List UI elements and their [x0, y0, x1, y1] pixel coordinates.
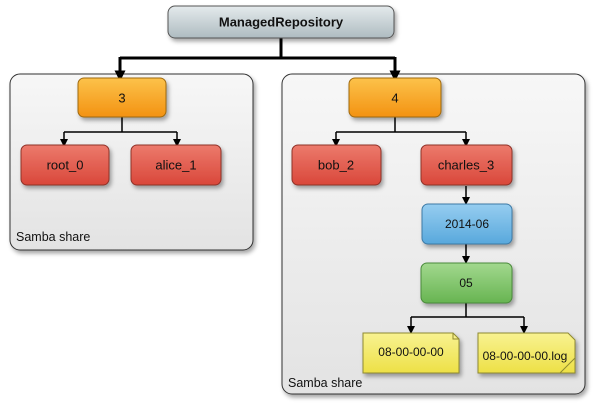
managed-repository-label: ManagedRepository — [219, 15, 344, 30]
user-label-charles-3: charles_3 — [438, 158, 494, 173]
left-connectors — [60, 117, 181, 147]
root-connectors — [114, 38, 401, 82]
file-label-log: 08-00-00-00.log — [483, 349, 568, 363]
user-node-bob-2: bob_2 — [291, 144, 382, 186]
user-node-charles-3: charles_3 — [420, 144, 513, 186]
group-label-4: 4 — [391, 91, 398, 106]
user-label-bob-2: bob_2 — [318, 158, 354, 173]
user-label-root-0: root_0 — [47, 158, 84, 173]
right-connectors — [332, 117, 528, 334]
group-node-4: 4 — [348, 77, 442, 118]
group-label-3: 3 — [118, 91, 125, 106]
file-label-data: 08-00-00-00 — [378, 345, 444, 359]
group-node-3: 3 — [77, 77, 167, 118]
samba-share-label-left: Samba share — [16, 230, 90, 244]
samba-share-label-right: Samba share — [288, 376, 362, 390]
day-directory-label: 05 — [459, 276, 473, 290]
file-node-data: 08-00-00-00 — [362, 332, 460, 374]
user-node-root-0: root_0 — [20, 144, 110, 186]
managed-repository-node: ManagedRepository — [167, 5, 395, 39]
day-directory-node: 05 — [420, 262, 513, 304]
date-directory-label: 2014-06 — [445, 217, 489, 231]
user-label-alice-1: alice_1 — [155, 158, 196, 173]
file-node-log: 08-00-00-00.log — [477, 332, 576, 374]
date-directory-node: 2014-06 — [421, 203, 513, 245]
user-node-alice-1: alice_1 — [130, 144, 222, 186]
